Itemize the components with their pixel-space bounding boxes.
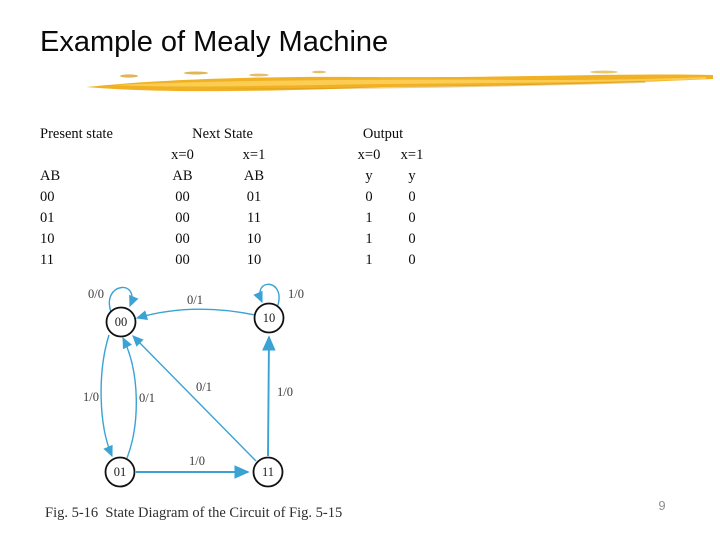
table-cell: 01 [246,189,262,205]
table-subheader: x=1 [242,147,266,163]
edge-label-11-to-00: 0/1 [196,380,212,394]
table-column-output-x1: x=1 y 0 0 0 0 [382,145,442,271]
state-diagram: 00 10 01 11 0/0 1/0 0/1 1/0 0/1 0/1 1/0 … [83,283,304,488]
table-cell: 0 [408,189,416,205]
slide-title: Example of Mealy Machine [40,26,389,58]
table-subheader: x=0 [171,147,194,163]
table-subheader: x=1 [400,147,424,163]
table-cell: 1 [365,231,373,247]
table-cell: 0 [408,210,416,226]
edge-label-01-to-00: 0/1 [139,391,155,405]
table-cell: 10 [40,231,55,247]
edge-11-to-00 [132,335,257,462]
state-circle-10 [253,302,285,334]
table-var-label: AB [172,168,193,184]
page-number: 9 [658,498,666,513]
table-cell: 11 [40,252,54,268]
table-cell: 01 [40,210,55,226]
table-cell: 0 [408,252,416,268]
table-cell: 00 [175,189,190,205]
edge-label-00-to-01: 1/0 [83,390,99,404]
edge-10-to-00 [135,308,256,321]
table-header-present-state: Present state [40,126,113,142]
table-subheader: x=0 [357,147,381,163]
table-column-next-x1: x=1 AB 01 11 10 10 [223,145,285,271]
table-header-output: Output [362,126,404,142]
edge-label-10-to-00: 0/1 [187,293,203,307]
state-circle-01 [104,456,136,488]
state-label-11: 11 [262,465,274,479]
figure-caption: Fig. 5-16 State Diagram of the Circuit o… [45,505,343,521]
table-var-label: y [408,168,416,184]
table-cell: 1 [365,252,373,268]
table-cell: 00 [175,252,190,268]
edge-self-loop-10 [253,283,280,309]
transition-edges [100,283,280,479]
table-cell: 10 [246,252,262,268]
table-cell: 00 [40,189,55,205]
table-cell: 10 [246,231,262,247]
table-column-next-x0: x=0 AB 00 00 00 00 [152,145,213,271]
edge-labels: 0/0 1/0 0/1 1/0 0/1 0/1 1/0 1/0 [83,287,304,468]
table-cell: 00 [175,231,190,247]
state-labels: 00 10 01 11 [114,311,276,479]
table-cell: 00 [175,210,190,226]
table-var-label: y [365,168,373,184]
brush-stroke-accent [86,70,713,92]
edge-label-loop-00: 0/0 [88,287,104,301]
table-spacer [40,145,170,166]
edge-00-to-01 [100,334,113,458]
state-label-01: 01 [114,465,127,479]
table-var-label: AB [243,168,265,184]
state-label-10: 10 [263,311,276,325]
edge-label-loop-10: 1/0 [288,287,304,301]
edge-01-to-00 [122,336,137,459]
table-cell: 0 [365,189,373,205]
edge-label-11-to-10: 1/0 [277,385,293,399]
edge-label-01-to-11: 1/0 [189,454,205,468]
table-cell: 11 [247,210,261,226]
table-column-present: Present state AB 00 01 10 11 [40,124,170,271]
edge-self-loop-00 [108,286,139,313]
state-circle-00 [105,306,137,338]
table-var-label: AB [40,168,61,184]
table-column-output-x0: x=0 y 0 1 1 1 [339,145,399,271]
state-circles [104,302,285,488]
table-header-next-state: Next State [192,126,253,142]
state-circle-11 [252,456,284,488]
edge-11-to-10 [262,335,276,457]
table-cell: 0 [408,231,416,247]
state-label-00: 00 [115,315,128,329]
table-cell: 1 [365,210,373,226]
